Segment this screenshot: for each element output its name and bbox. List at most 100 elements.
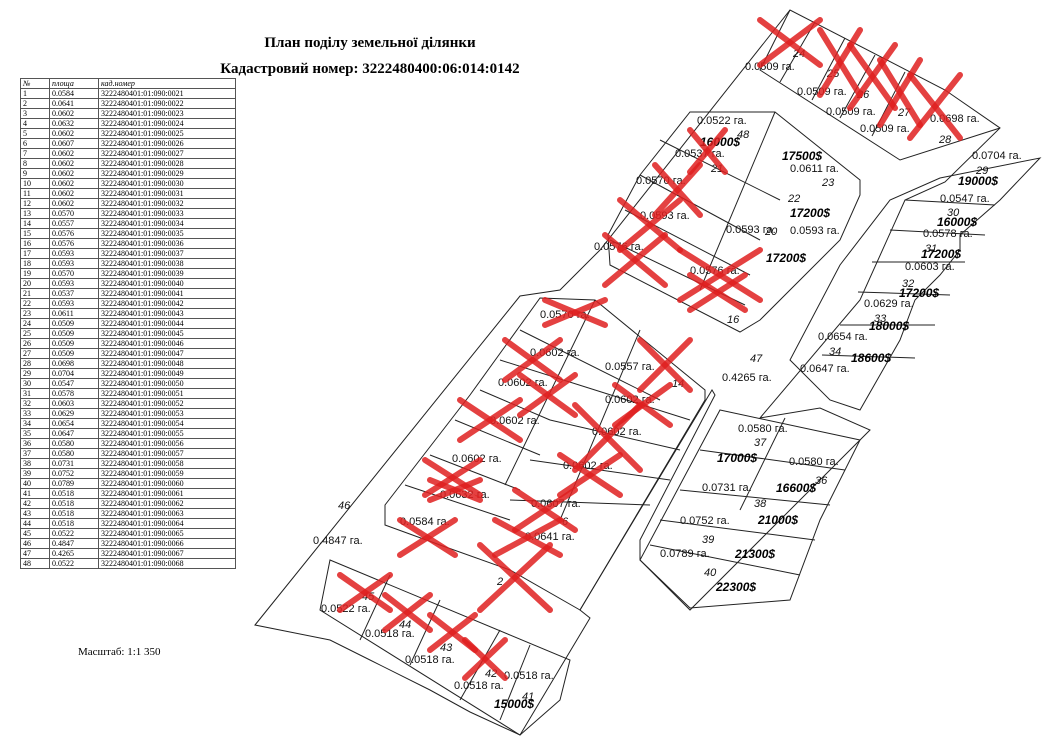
plot-number-label: 44 xyxy=(399,619,411,631)
sold-cross-mark xyxy=(557,452,623,498)
plot-price-label: 17000$ xyxy=(717,451,757,465)
plot-area-label: 0.0509 га. xyxy=(745,61,795,73)
sold-cross-mark xyxy=(427,612,478,653)
sold-cross-mark xyxy=(637,337,693,393)
plot-area-label: 0.0752 га. xyxy=(680,515,730,527)
plot-area-label: 0.4265 га. xyxy=(722,372,772,384)
plot-area-label: 0.0578 га. xyxy=(923,228,973,240)
plot-area-label: 0.0704 га. xyxy=(972,150,1022,162)
sold-cross-mark xyxy=(847,42,898,111)
sold-cross-mark xyxy=(907,72,963,141)
plot-number-label: 31 xyxy=(925,243,937,255)
plot-number-label: 22 xyxy=(787,193,800,205)
plot-area-label: 0.0518 га. xyxy=(504,670,554,682)
cell-cadastral: 3222480401:01:090:0068 xyxy=(98,558,236,569)
plot-price-label: 18600$ xyxy=(851,351,891,365)
plot-area-label: 0.0731 га. xyxy=(702,482,752,494)
plot-area-label: 0.0654 га. xyxy=(818,331,868,343)
plot-area-label: 0.0509 га. xyxy=(860,123,910,135)
plot-number-label: 47 xyxy=(750,353,763,365)
sold-cross-mark xyxy=(457,397,523,443)
sold-markers xyxy=(337,17,963,681)
plot-price-label: 16000$ xyxy=(937,215,977,229)
plot-number-label: 34 xyxy=(829,346,841,358)
sold-cross-mark xyxy=(477,542,553,613)
plot-number-label: 16 xyxy=(727,314,740,326)
plot-area-label: 0.0698 га. xyxy=(930,113,980,125)
plot-area-label: 0.0547 га. xyxy=(940,193,990,205)
plot-number-label: 29 xyxy=(975,165,988,177)
plot-number-label: 2 xyxy=(496,576,503,588)
plot-price-label: 21300$ xyxy=(734,547,775,561)
plot-labels: 0.0509 га.240.0509 га.250.0509 га.260.05… xyxy=(313,48,1022,711)
plot-area-label: 0.0518 га. xyxy=(405,654,455,666)
plot-price-label: 17200$ xyxy=(921,247,961,261)
sold-cross-mark xyxy=(512,487,578,533)
plot-price-label: 16600$ xyxy=(776,481,816,495)
plot-price-label: 17200$ xyxy=(899,286,939,300)
plot-area-label: 0.0580 га. xyxy=(789,456,839,468)
plot-number-label: 40 xyxy=(704,567,717,579)
plot-area-label: 0.0593 га. xyxy=(790,225,840,237)
plot-area-label: 0.0518 га. xyxy=(454,680,504,692)
plot-number-label: 23 xyxy=(821,177,835,189)
sold-cross-mark xyxy=(542,297,608,328)
plot-number-label: 20 xyxy=(764,226,778,238)
plot-number-label: 33 xyxy=(874,313,887,325)
plot-price-label: 18000$ xyxy=(869,319,909,333)
plot-number-label: 30 xyxy=(947,207,960,219)
cadastral-number: Кадастровий номер: 3222480400:06:014:014… xyxy=(220,61,520,77)
sold-cross-mark xyxy=(502,337,563,383)
sold-cross-mark xyxy=(427,477,483,503)
plot-number-label: 48 xyxy=(737,129,750,141)
plan-title: План поділу земельної ділянки xyxy=(264,35,476,51)
plot-area-label: 0.0789 га. xyxy=(660,548,710,560)
plot-number-label: 39 xyxy=(702,534,714,546)
plot-area-label: 0.0603 га. xyxy=(905,261,955,273)
sold-cross-mark xyxy=(602,232,668,288)
sold-cross-mark xyxy=(877,57,923,128)
top-row-edge xyxy=(759,9,1001,161)
sold-cross-mark xyxy=(492,517,563,558)
plot-area-label: 0.0580 га. xyxy=(738,423,788,435)
plot-number-label: 38 xyxy=(754,498,767,510)
plot-price-label: 15000$ xyxy=(494,697,534,711)
sold-cross-mark xyxy=(517,372,578,418)
plot-price-label: 22300$ xyxy=(715,580,756,594)
plot-number-label: 32 xyxy=(902,278,914,290)
sold-cross-mark xyxy=(337,572,393,613)
plot-area-label: 0.0593 га. xyxy=(726,224,776,236)
plot-number-label: 43 xyxy=(440,642,453,654)
sold-cross-mark xyxy=(397,517,458,558)
sold-cross-mark xyxy=(652,162,703,218)
plot-price-label: 19000$ xyxy=(958,174,998,188)
plot-price-label: 17500$ xyxy=(782,149,822,163)
sold-cross-mark xyxy=(462,637,508,681)
plot-number-label: 41 xyxy=(522,691,534,703)
plot-area-label: 0.0518 га. xyxy=(365,628,415,640)
sold-cross-mark xyxy=(382,592,433,633)
plot-area-label: 0.0629 га. xyxy=(864,298,914,310)
plot-area-label: 0.0509 га. xyxy=(826,106,876,118)
plot-number-label: 46 xyxy=(338,500,351,512)
plot-price-label: 17200$ xyxy=(766,251,806,265)
sold-cross-mark xyxy=(617,197,683,253)
plot-area-label: 0.0602 га. xyxy=(490,415,540,427)
sold-cross-mark xyxy=(677,247,763,303)
map-scale: Масштаб: 1:1 350 xyxy=(78,646,161,658)
plot-number-label: 37 xyxy=(754,437,767,449)
plot-area-label: 0.0611 га. xyxy=(790,163,839,175)
plot-area-label: 0.0522 га. xyxy=(697,115,747,127)
plot-area-label: 0.0647 га. xyxy=(800,363,850,375)
plot-number-label: 28 xyxy=(938,134,952,146)
plot-price-label: 17200$ xyxy=(790,206,830,220)
sold-cross-mark xyxy=(817,27,863,98)
plot-area-label: 0.4847 га. xyxy=(313,535,363,547)
sold-cross-mark xyxy=(422,457,483,498)
